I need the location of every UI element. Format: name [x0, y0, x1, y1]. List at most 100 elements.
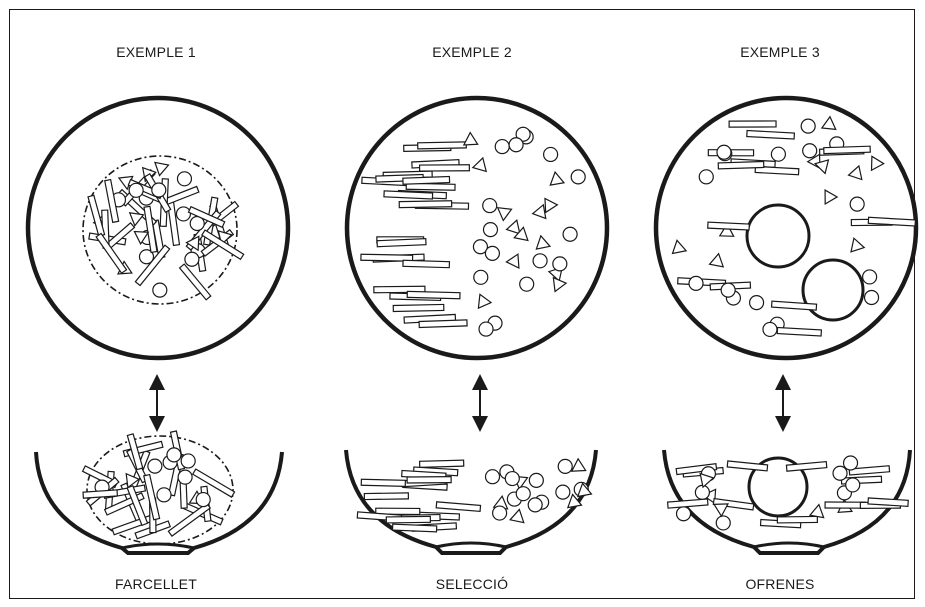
stick-item: [867, 497, 909, 507]
seed-item: [800, 118, 816, 134]
triangle-item: [544, 197, 559, 214]
stick-item: [707, 221, 750, 231]
stick-item: [417, 141, 467, 150]
seed-item: [842, 455, 859, 471]
triangle-item: [496, 206, 513, 222]
triangle-item: [125, 472, 141, 489]
seed-item: [138, 249, 155, 265]
seed-item: [177, 469, 193, 485]
seed-item: [472, 239, 489, 255]
triangle-item: [870, 155, 885, 172]
seed-item: [175, 206, 192, 222]
triangle-item: [133, 230, 150, 246]
seed-item: [176, 171, 193, 187]
seed-item: [519, 276, 535, 292]
example-1-circle: [25, 95, 291, 361]
seed-item: [473, 269, 489, 285]
seed-item: [166, 447, 182, 463]
seed-item: [694, 484, 710, 500]
example-3-title: EXEMPLE 3: [740, 44, 820, 60]
triangle-item: [477, 293, 493, 310]
seed-item: [128, 182, 144, 198]
triangle-item: [671, 239, 688, 255]
stick-item: [728, 120, 777, 128]
stick-item: [360, 253, 414, 262]
seed-item: [720, 282, 736, 298]
stick-item: [754, 165, 800, 176]
stick-item: [666, 498, 709, 509]
example-2-circle: [344, 95, 610, 361]
scatter-items: [81, 115, 917, 540]
stick-item: [776, 515, 818, 524]
stick-item: [398, 200, 453, 209]
seed-item: [156, 487, 172, 503]
stick-item: [143, 473, 161, 521]
seed-item: [543, 146, 559, 163]
stick-item: [406, 290, 461, 300]
stick-item: [360, 478, 407, 487]
seed-item: [675, 506, 692, 522]
seed-item: [748, 295, 765, 311]
triangle-item: [462, 131, 479, 146]
seed-item: [770, 146, 786, 162]
stick-item: [126, 484, 149, 527]
stick-item: [675, 462, 718, 476]
stick-item: [163, 185, 200, 206]
stick-item: [848, 465, 891, 476]
triangle-item: [820, 115, 837, 131]
stick-item: [363, 492, 410, 501]
example-3-offering-2: [801, 258, 865, 322]
example-2-caption: SELECCIÓ: [435, 576, 509, 592]
seed-item: [494, 138, 510, 155]
triangle-item: [713, 503, 729, 518]
stick-item: [104, 178, 120, 224]
figure-frame: [9, 9, 915, 599]
triangle-item: [699, 472, 715, 489]
seed-item: [478, 321, 494, 337]
example-3-offering-1: [745, 203, 811, 269]
stick-item: [823, 145, 871, 155]
triangle-item: [824, 189, 839, 206]
stick-item: [435, 501, 482, 513]
triangle-item: [128, 212, 145, 227]
example-3-offering-bowl: [747, 456, 809, 518]
triangle-item: [566, 493, 583, 509]
example-3-caption: OFRENES: [745, 576, 815, 592]
seed-item: [484, 245, 501, 261]
stick-item: [418, 164, 470, 172]
seed-item: [552, 256, 568, 272]
seed-item: [863, 289, 880, 306]
seed-item: [698, 169, 714, 185]
seed-item: [555, 484, 571, 500]
seed-item: [570, 169, 586, 185]
stick-item: [376, 238, 427, 248]
stick-item: [143, 205, 158, 254]
seed-item: [862, 269, 878, 285]
stick-item: [717, 160, 765, 170]
stick-item: [126, 433, 144, 471]
triangle-item: [808, 503, 825, 519]
stick-item: [167, 502, 212, 537]
triangle-item: [471, 156, 488, 173]
stick-item: [712, 497, 755, 511]
stick-item: [770, 300, 818, 311]
example-1-bowl: [34, 451, 284, 555]
stick-item: [391, 523, 438, 533]
seed-item: [152, 282, 168, 298]
seed-item: [180, 453, 196, 469]
triangle-item: [505, 219, 521, 235]
seed-item: [715, 515, 731, 531]
seed-item: [845, 477, 861, 493]
stick-item: [385, 515, 431, 524]
example-1-bundle-bowl: [86, 435, 234, 545]
example-3-bowl: [662, 449, 912, 555]
seed-item: [532, 253, 548, 269]
triangle-item: [535, 234, 552, 250]
seed-item: [482, 222, 499, 238]
stick-item: [383, 190, 434, 200]
seed-item: [527, 497, 543, 513]
seed-item: [515, 126, 531, 142]
triangle-item: [570, 457, 587, 472]
stick-item: [785, 461, 828, 472]
